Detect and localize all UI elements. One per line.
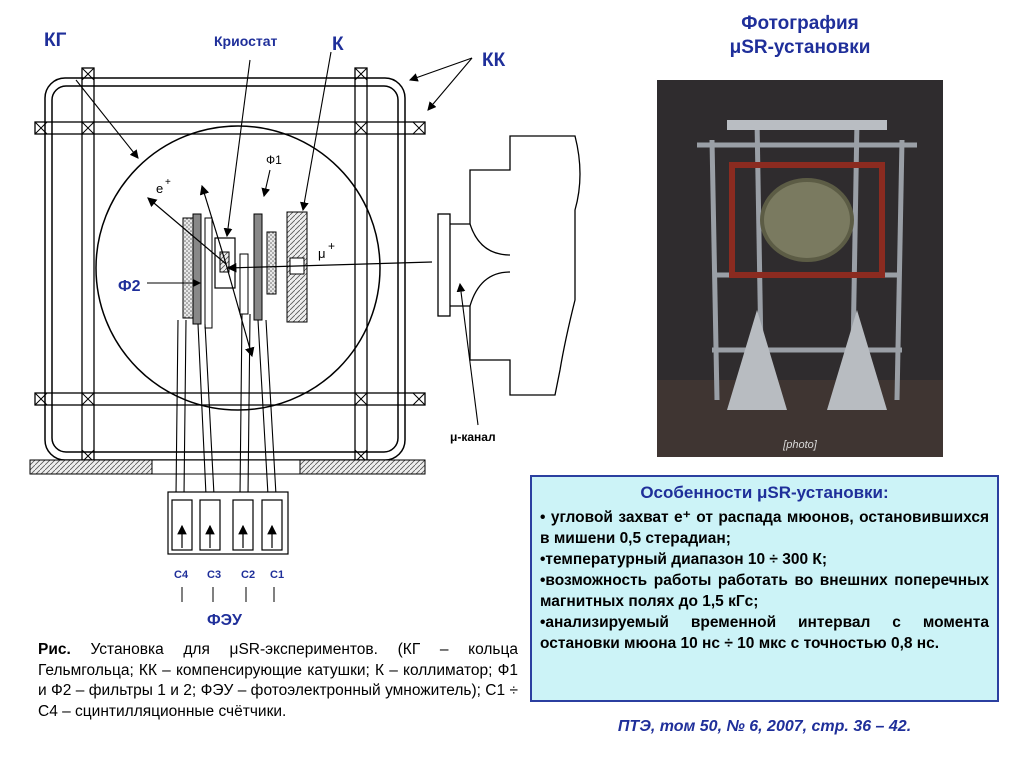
positron-tracks — [147, 184, 255, 358]
photo-title-line2: μSR-установки — [729, 37, 871, 58]
label-c3: С3 — [207, 569, 221, 581]
label-kk: КК — [482, 50, 506, 71]
feature-item: • угловой захват e⁺ от распада мюонов, о… — [540, 509, 989, 547]
caption-text: Установка для μSR-экспериментов. (КГ – к… — [38, 641, 518, 720]
label-kg: КГ — [44, 30, 67, 51]
label-e: e — [156, 181, 163, 196]
journal-reference: ПТЭ, том 50, № 6, 2007, стр. 36 – 42. — [617, 718, 912, 735]
label-e-sup: + — [165, 177, 171, 188]
setup-photo-placeholder: [photo] — [657, 80, 943, 457]
label-mu-sup: + — [328, 239, 335, 253]
figure-caption: Рис. Установка для μSR-экспериментов. (К… — [38, 640, 518, 722]
label-feu: ФЭУ — [207, 612, 243, 629]
photo-title: Фотография μSR-установки — [660, 12, 940, 60]
feature-item: •анализируемый временной интервал с моме… — [540, 614, 989, 652]
feature-item: •возможность работы работать во внешних … — [540, 572, 989, 610]
label-k: К — [332, 34, 344, 55]
feature-item: •температурный диапазон 10 ÷ 300 К; — [540, 551, 828, 568]
features-box: Особенности μSR-установки: • угловой зах… — [530, 475, 999, 702]
label-f1: Ф1 — [266, 153, 282, 167]
label-mu: μ — [318, 246, 326, 261]
features-list: • угловой захват e⁺ от распада мюонов, о… — [540, 507, 989, 654]
label-mu-channel: μ-канал — [450, 430, 496, 444]
base-plate — [29, 459, 426, 475]
label-c4: С4 — [174, 569, 189, 581]
photo-sketch — [657, 80, 943, 457]
label-c1: С1 — [270, 569, 284, 581]
photo-title-line1: Фотография — [741, 13, 859, 34]
label-f2: Ф2 — [118, 278, 141, 295]
label-c2: С2 — [241, 569, 255, 581]
muon-channel — [437, 135, 581, 396]
label-kriostat: Криостат — [214, 33, 277, 49]
muon-beam — [226, 261, 433, 273]
helmholtz-ring — [95, 125, 381, 411]
filter-f2 — [182, 213, 213, 329]
caption-prefix: Рис. — [38, 641, 71, 658]
pmt-block — [167, 491, 289, 555]
features-title: Особенности μSR-установки: — [640, 483, 889, 502]
light-guides — [175, 313, 277, 496]
photo-note: [photo] — [783, 439, 817, 451]
